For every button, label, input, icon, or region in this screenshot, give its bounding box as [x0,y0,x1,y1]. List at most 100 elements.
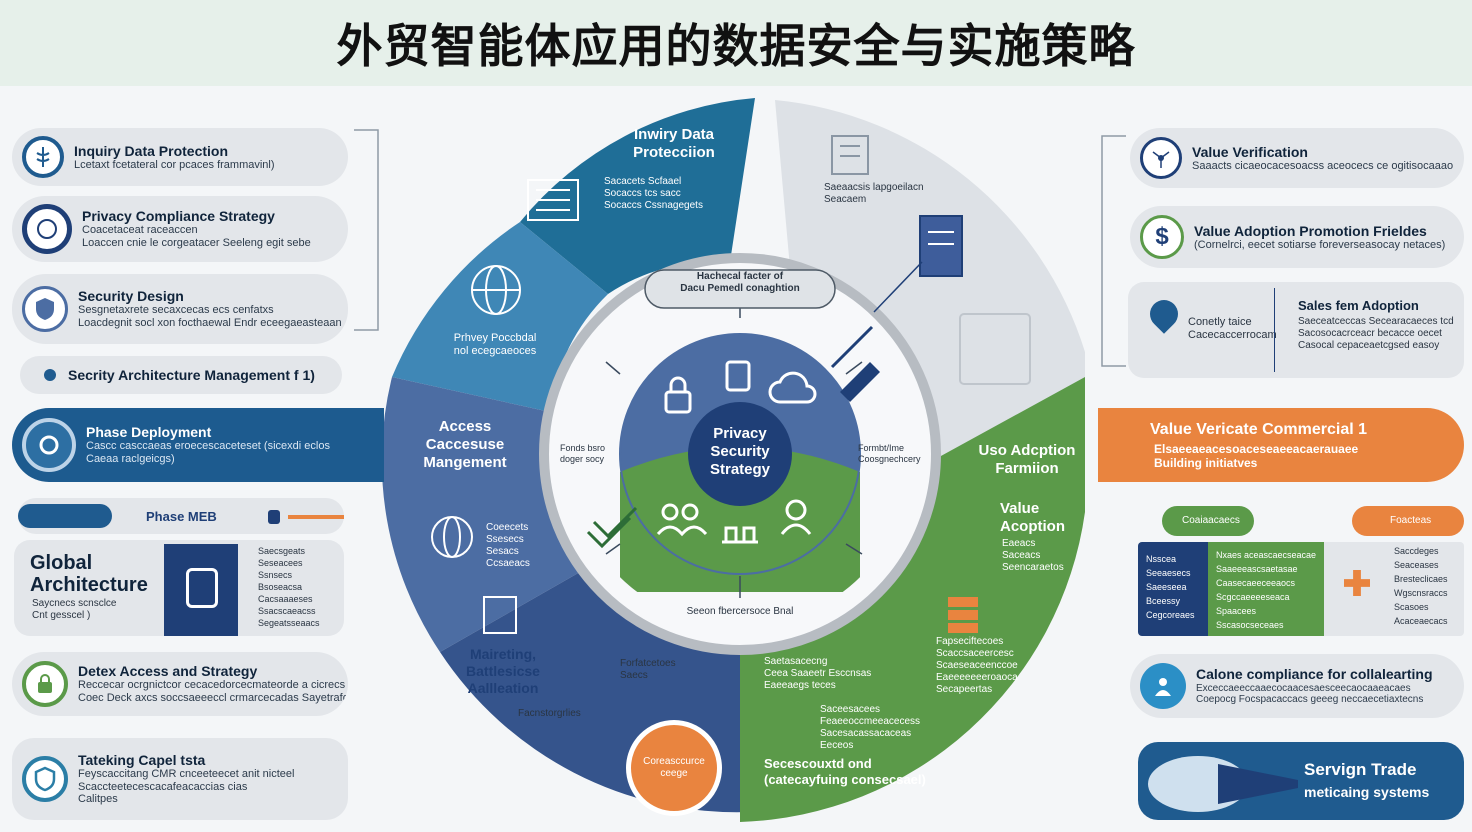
caduceus-icon [22,136,64,178]
card-desc: Sesgnetaxrete secaxcecas ecs cenfatxs Lo… [78,304,342,330]
lock-icon [664,376,692,414]
shield-icon [22,286,68,332]
grid-cell: Sscasocseceaes [1216,620,1284,630]
top-note: Hachecal facter of Dacu Pemedl conaghtio… [680,271,800,294]
left-card-architecture-mgmt[interactable]: Secrity Architecture Management f 1) [20,356,342,394]
banner-desc: Elsaeeaeacesoaceseaeeacaerauaee Building… [1154,442,1359,471]
card-title: Detex Access and Strategy [78,663,258,680]
globe-icon [471,265,521,315]
card-desc: Reccecar ocrgnictcor cecacedorcecmateord… [78,679,348,705]
side-list-3: Bsoseacsa [258,582,303,592]
building-icon [831,135,869,175]
title-bar: 外贸智能体应用的数据安全与实施策略 [0,0,1472,86]
bubble-text: Coreasccurce ceege [643,756,705,779]
side-list-5: Ssacscaeacss [258,606,316,616]
tag-label: Coaiaacaecs [1182,515,1240,526]
card-desc: Saaacts cicaeocacesoacss aceocecs ce ogi… [1192,159,1454,172]
network-icon [1140,137,1182,179]
card-title: Sales fem Adoption [1298,298,1419,313]
shield-check-icon [22,756,68,802]
server-panel [164,544,238,636]
ship-hull-icon [1218,764,1298,804]
right-bracket [1101,135,1126,367]
segment-label-value-adoption: Value Acoption [1000,500,1065,535]
team-icon [722,526,758,544]
people-icon [1140,663,1186,709]
segment-text-green-1: Fapseciftecoes Scaccsaceercesc Scaeseace… [936,636,1018,695]
book-icon [483,596,517,634]
key-icon [288,515,344,519]
person-icon [780,499,812,535]
leaf-icon [586,506,638,549]
people-icon [656,503,708,537]
side-note-left: Fonds bsro doger socy [560,443,606,464]
server-icon [186,568,218,608]
right-tag-orange[interactable]: Foacteas [1352,506,1464,536]
cloud-icon [768,371,817,404]
right-banner-commercial[interactable]: Value Vericate Commercial 1 Elsaeeaeaces… [1098,408,1464,482]
side-list-0: Saecsgeats [258,546,306,556]
ring-segment-inquiry [520,98,755,294]
right-card-sales-adoption[interactable]: Conetly taice Cacecaccerrocam Sales fem … [1128,282,1464,378]
card-title: Calone compliance for collalearting [1196,666,1433,683]
segment-label-marketing: Maireting, Battlesicse Aallleation [466,646,540,696]
card-title: Value Verification [1192,143,1308,160]
right-tag-green[interactable]: Coaiaacaecs [1162,506,1254,536]
lock-key-icon [268,510,280,524]
card-divider [1274,288,1275,372]
grid-cell: Wgscnsraccs [1394,588,1448,598]
card-desc: (Cornelrci, eecet sotiarse foreverseasoc… [1194,238,1446,251]
ring-segment-access [381,377,580,652]
right-card-adoption-promotion[interactable]: $ Value Adoption Promotion Frieldes(Corn… [1130,206,1464,268]
right-card-trade-systems[interactable]: Servign Trade meticaing systems [1138,742,1464,820]
left-card-phase-meb[interactable]: Phase MEB [18,498,344,534]
grid-cell: Saeeseea [1146,582,1187,592]
ring-segment-adoption [740,377,1085,822]
grid-cell: Nsscea [1146,554,1177,564]
card-title: Value Adoption Promotion Frieldes [1194,222,1427,239]
ring-segment-grey [775,100,1085,492]
side-list-2: Ssnsecs [258,570,293,580]
grid-cell: Seeaesecs [1146,568,1191,578]
card-title: Phase MEB [146,509,217,524]
segment-text-inquiry: Sacacets Scfaael Socaccs tcs sacc Socacc… [604,176,703,211]
grid-cell: Saccdeges [1394,546,1439,556]
train-icon [18,504,112,528]
ring-diagram [381,98,1085,822]
left-card-global-architecture[interactable]: Global Architecture Saycnecs scnsclce Cn… [14,540,344,636]
segment-text-grey: Saeaacsis lapgoeilacn Seacaem [824,182,924,205]
card-desc: Saeceatceccas Secearacaeces tcd Sacosoca… [1298,316,1454,351]
grid-cell: Cegcoreaes [1146,610,1195,620]
grid-col-1 [1138,542,1208,636]
segment-label-privacy: Prhvey Poccbdal nol ecegcaeoces [453,332,537,358]
card-left-text: Conetly taice Cacecaccerrocam [1188,316,1277,342]
rocket-icon [830,325,880,402]
card-title: Inquiry Data Protection [74,142,229,159]
segment-label-use-adoption: Uso Adcption Farmiion [978,442,1076,477]
card-desc: Lcetaxt fcetateral cor pcaces frammavinl… [74,158,275,171]
grid-cell: Scgccaeeeeseaca [1216,592,1290,602]
card-title: Secrity Architecture Management f 1) [68,366,315,383]
grid-cell: Saaeeeascsaetasae [1216,564,1298,574]
right-grid: Nsscea Seeaesecs Saeeseea Bceessy Cegcor… [1138,542,1464,636]
segment-text-value: Eaeacs Saceacs Seencaraetos [1002,538,1064,573]
card-title: Global Architecture [30,552,148,596]
segment-text-green-3: Saceesacees Feaeeoccmeeacecess Sacesacas… [820,704,921,751]
plus-icon [1344,570,1370,596]
segment-text-access: Coeecets Ssesecs Sesacs Ccsaeacs [486,522,530,569]
card-desc: Feyscaccitang CMR cnceeteecet anit nicte… [78,768,295,806]
card-desc: Saycnecs scnsclce Cnt gesscel ) [32,598,117,621]
segment-label-inquiry: Inwiry Data Protecciion [633,126,715,161]
card-title: Privacy Compliance Strategy [82,208,275,225]
segment-text-bottom: Forfatcetoes Saecs [620,658,676,681]
segment-text-green-2: Saetasacecng Ceea Saaeetr Esccnsas Eaeea… [764,656,872,691]
